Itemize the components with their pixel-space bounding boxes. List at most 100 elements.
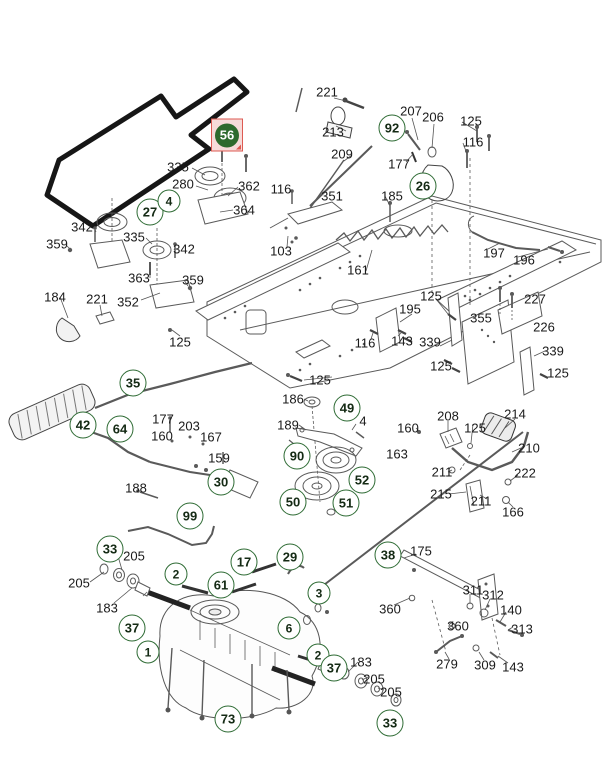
part-label-205: 205 [68, 575, 90, 591]
part-label-339: 339 [419, 334, 441, 350]
part-label-342: 342 [71, 219, 93, 235]
part-label-206: 206 [422, 109, 444, 125]
steering-parts [295, 87, 491, 305]
part-label-116: 116 [462, 134, 484, 150]
callout-92[interactable]: 92 [378, 114, 406, 142]
callout-29[interactable]: 29 [276, 543, 304, 571]
part-label-335: 335 [123, 229, 145, 245]
callout-51[interactable]: 51 [332, 489, 360, 517]
part-label-183: 183 [96, 600, 118, 616]
callout-37[interactable]: 37 [320, 654, 348, 682]
part-label-352: 352 [117, 294, 139, 310]
part-label-177: 177 [152, 411, 174, 427]
part-label-188: 188 [125, 480, 147, 496]
callout-90[interactable]: 90 [283, 442, 311, 470]
part-label-125: 125 [547, 365, 569, 381]
support-plates [286, 286, 549, 396]
part-label-309: 309 [474, 657, 496, 673]
part-label-205: 205 [380, 684, 402, 700]
callout-49[interactable]: 49 [333, 394, 361, 422]
part-label-161: 161 [347, 262, 369, 278]
part-label-203: 203 [178, 418, 200, 434]
spring [335, 224, 449, 243]
part-label-125: 125 [309, 372, 331, 388]
part-label-160: 160 [397, 420, 419, 436]
axle-hardware-left [99, 563, 209, 597]
callout-33[interactable]: 33 [96, 535, 124, 563]
callout-37[interactable]: 37 [118, 614, 146, 642]
idler-27-group [55, 198, 195, 343]
part-label-335: 335 [167, 159, 189, 175]
idler-56-group [194, 145, 249, 225]
part-label-312: 312 [482, 587, 504, 603]
part-label-351: 351 [321, 188, 343, 204]
part-label-355: 355 [470, 310, 492, 326]
callout-42[interactable]: 42 [69, 411, 97, 439]
part-label-186: 186 [282, 391, 304, 407]
part-label-103: 103 [270, 243, 292, 259]
highlighted-callout-box[interactable]: 56 [211, 118, 243, 152]
part-label-163: 163 [386, 446, 408, 462]
callout-17[interactable]: 17 [230, 548, 258, 576]
part-label-125: 125 [430, 358, 452, 374]
brake-pedal-group [417, 412, 530, 513]
part-label-360: 360 [447, 618, 469, 634]
part-label-125: 125 [420, 288, 442, 304]
part-label-360: 360 [379, 601, 401, 617]
callout-64[interactable]: 64 [106, 415, 134, 443]
part-label-177: 177 [388, 156, 410, 172]
part-label-313: 313 [511, 621, 533, 637]
part-label-221: 221 [86, 291, 108, 307]
highlight-fold-corner [236, 144, 241, 150]
part-label-207: 207 [400, 103, 422, 119]
part-label-279: 279 [436, 656, 458, 672]
callout-30[interactable]: 30 [207, 468, 235, 496]
belt-outline [44, 76, 250, 229]
callout-61[interactable]: 61 [207, 571, 235, 599]
part-label-159: 159 [208, 450, 230, 466]
part-label-359: 359 [182, 272, 204, 288]
part-label-311: 311 [462, 582, 484, 598]
part-label-205: 205 [363, 671, 385, 687]
part-label-184: 184 [44, 289, 66, 305]
part-label-363: 363 [128, 270, 150, 286]
rod-99 [127, 525, 215, 547]
callout-35[interactable]: 35 [119, 369, 147, 397]
highlighted-callout-56[interactable]: 56 [215, 123, 239, 147]
part-label-226: 226 [533, 319, 555, 335]
part-label-167: 167 [200, 429, 222, 445]
callout-99[interactable]: 99 [176, 502, 204, 530]
callout-33[interactable]: 33 [376, 709, 404, 737]
part-label-222: 222 [514, 465, 536, 481]
part-label-215: 215 [430, 486, 452, 502]
linkage-hardware [231, 562, 329, 625]
callout-50[interactable]: 50 [279, 488, 307, 516]
callout-1[interactable]: 1 [136, 640, 160, 664]
part-label-339: 339 [542, 343, 564, 359]
callout-73[interactable]: 73 [214, 705, 242, 733]
callout-52[interactable]: 52 [348, 466, 376, 494]
callout-38[interactable]: 38 [374, 541, 402, 569]
part-label-210: 210 [518, 440, 540, 456]
part-label-205: 205 [123, 548, 145, 564]
part-label-125: 125 [169, 334, 191, 350]
callout-3[interactable]: 3 [307, 581, 331, 605]
callout-26[interactable]: 26 [409, 172, 437, 200]
part-label-213: 213 [322, 124, 344, 140]
part-label-359: 359 [46, 236, 68, 252]
part-label-280: 280 [172, 176, 194, 192]
rod-163 [319, 431, 524, 589]
part-label-185: 185 [381, 188, 403, 204]
callout-4[interactable]: 4 [157, 189, 181, 213]
part-label-175: 175 [410, 543, 432, 559]
part-label-195: 195 [399, 301, 421, 317]
callout-2[interactable]: 2 [164, 562, 188, 586]
part-label-166: 166 [502, 504, 524, 520]
part-label-4: 4 [359, 413, 367, 429]
part-label-208: 208 [437, 408, 459, 424]
part-label-211: 211 [470, 493, 492, 509]
callout-6[interactable]: 6 [277, 616, 301, 640]
part-label-362: 362 [238, 178, 260, 194]
part-label-183: 183 [350, 654, 372, 670]
